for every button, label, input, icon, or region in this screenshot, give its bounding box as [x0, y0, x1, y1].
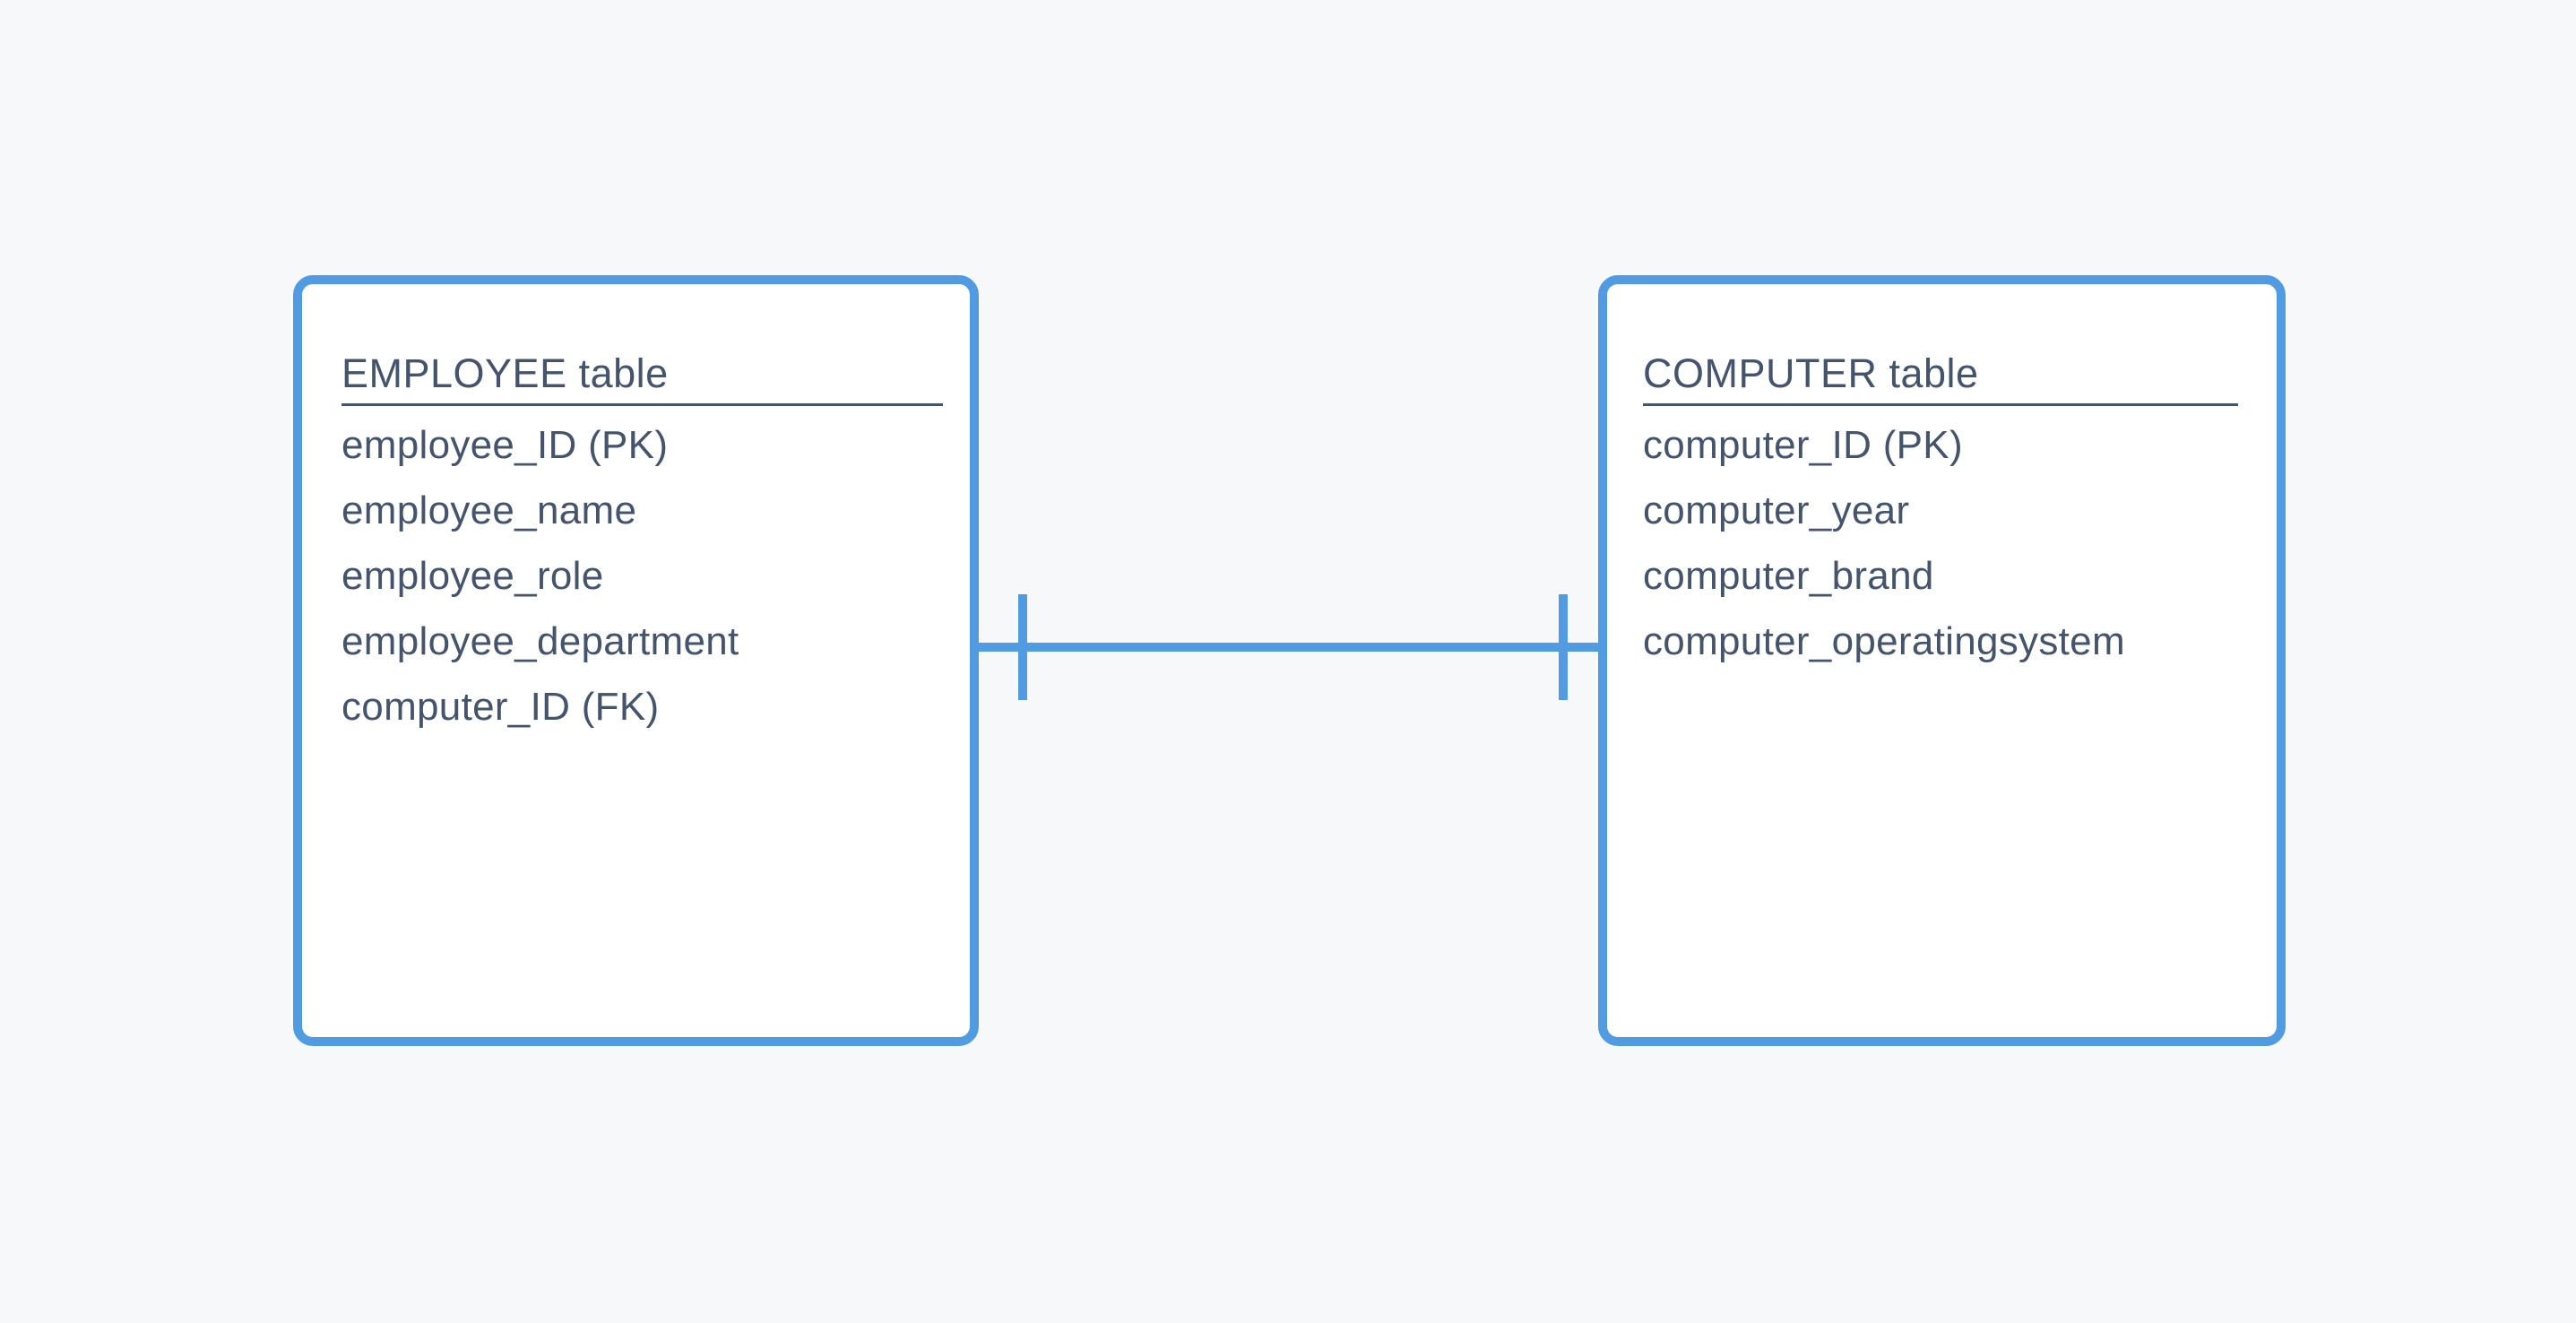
entity-field: employee_ID (PK)	[341, 423, 669, 467]
entity-field-list-employee: employee_ID (PK) employee_name employee_…	[341, 412, 943, 739]
entity-title-computer: COMPUTER table	[1643, 350, 2238, 406]
cardinality-one-tick-left	[1018, 594, 1027, 700]
entity-field: computer_year	[1643, 489, 1910, 532]
entity-field: employee_name	[341, 489, 637, 532]
entity-field-list-computer: computer_ID (PK) computer_year computer_…	[1643, 412, 2238, 674]
entity-field: computer_ID (FK)	[341, 685, 660, 729]
entity-employee-table[interactable]: EMPLOYEE table employee_ID (PK) employee…	[293, 275, 979, 1046]
entity-field: computer_operatingsystem	[1643, 619, 2125, 663]
cardinality-one-tick-right	[1559, 594, 1568, 700]
entity-computer-table[interactable]: COMPUTER table computer_ID (PK) computer…	[1598, 275, 2286, 1046]
entity-field: computer_brand	[1643, 554, 1934, 598]
entity-title-employee: EMPLOYEE table	[341, 350, 943, 406]
entity-field: computer_ID (PK)	[1643, 423, 1963, 467]
entity-field: employee_department	[341, 619, 739, 663]
relationship-line	[979, 643, 1598, 652]
entity-field: employee_role	[341, 554, 604, 598]
